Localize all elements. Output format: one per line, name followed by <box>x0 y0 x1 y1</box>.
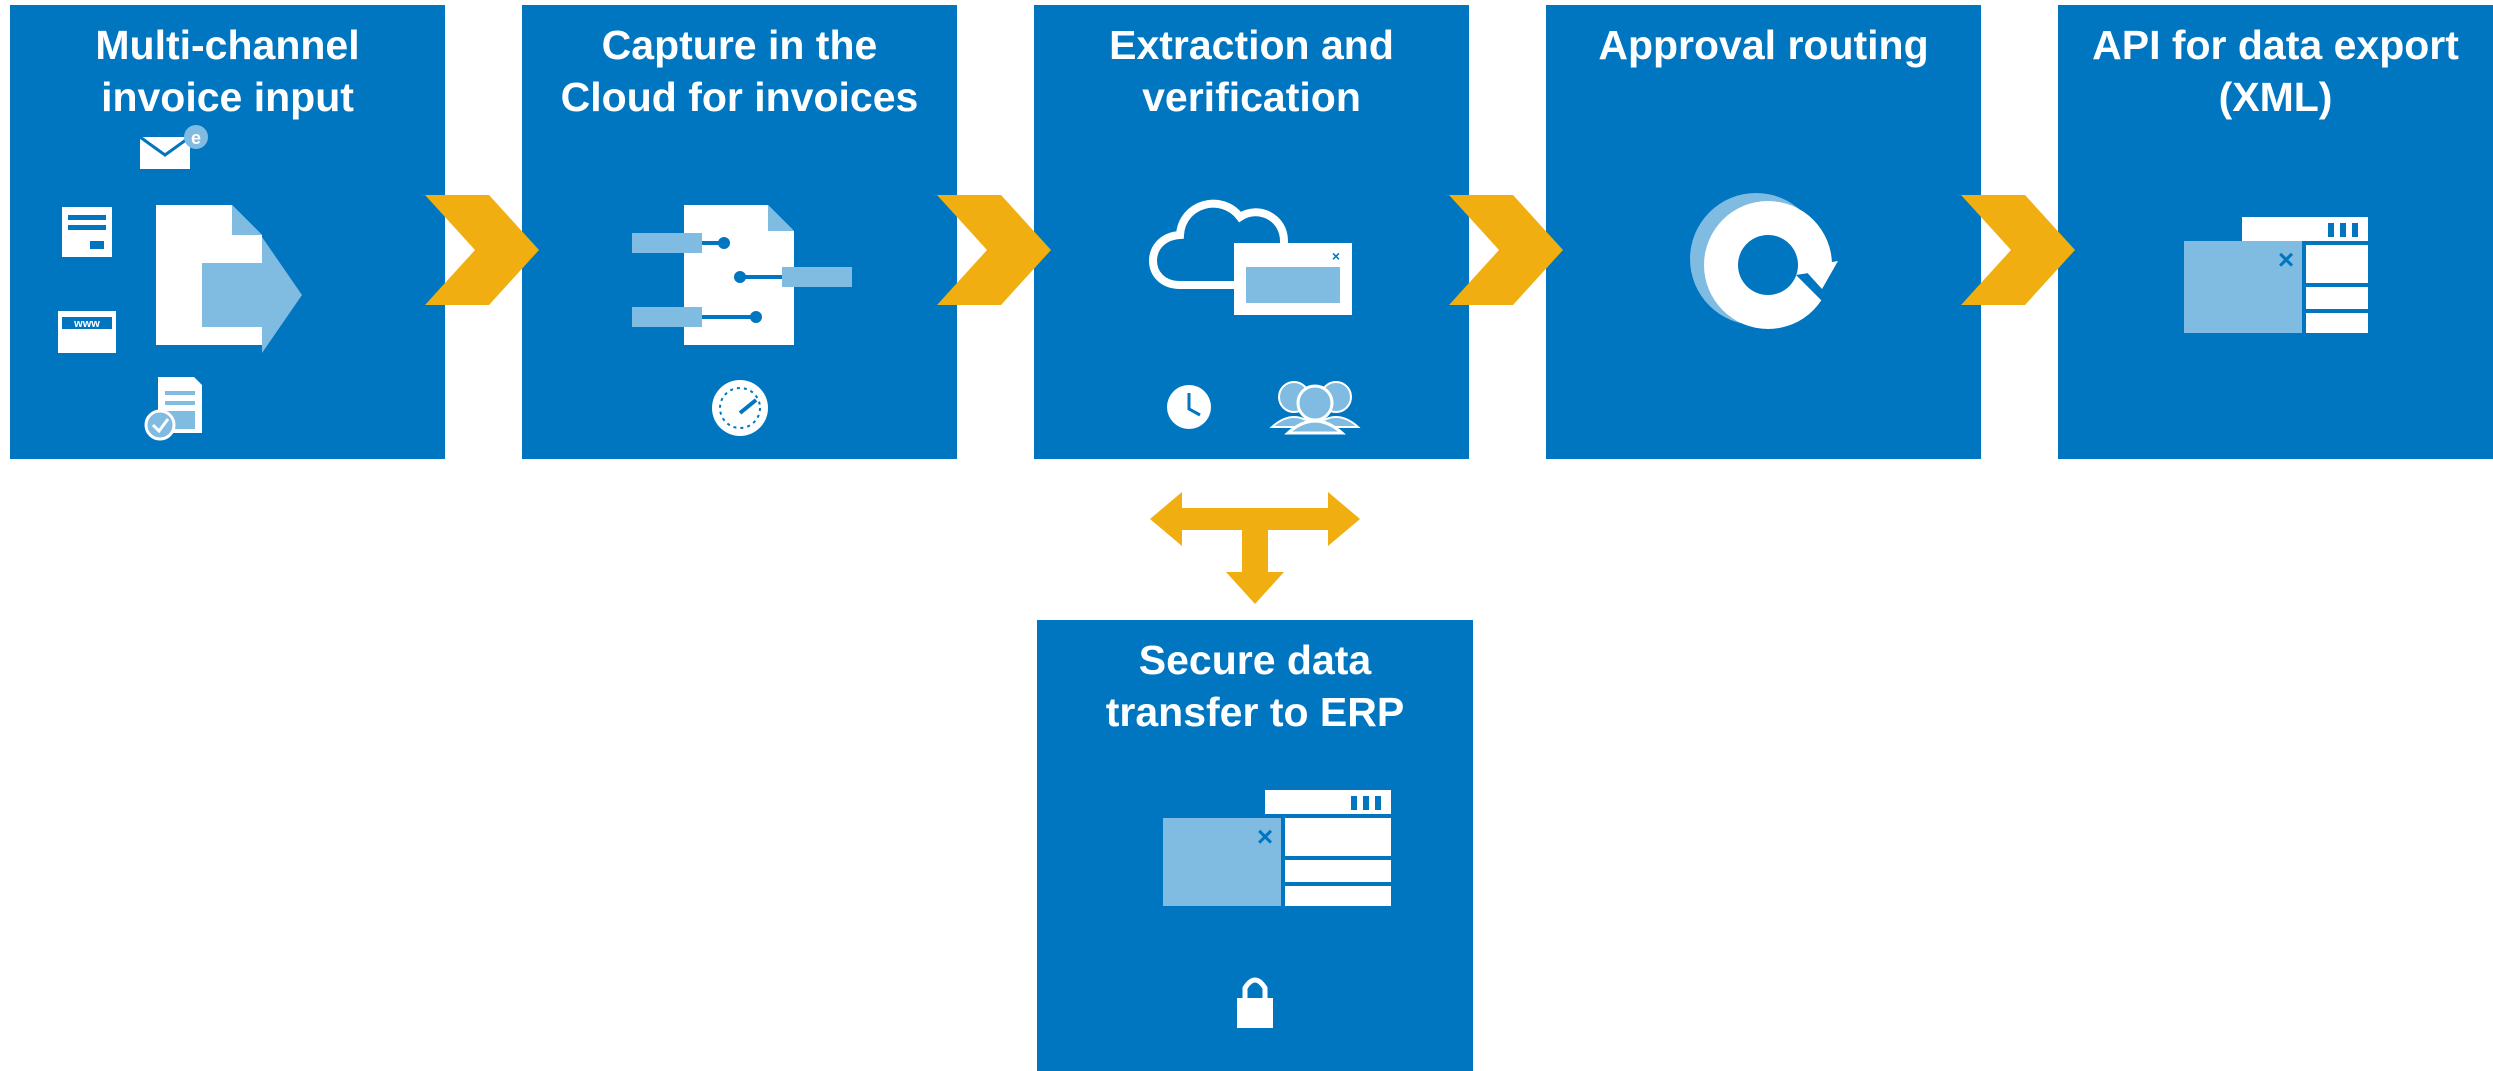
step-multichannel-input: Multi-channel invoice input e www <box>10 5 445 459</box>
email-icon: e <box>139 125 208 169</box>
svg-text:e: e <box>191 128 201 148</box>
step-title: Extraction and verification <box>1109 22 1394 120</box>
capture-document-icon <box>632 205 852 345</box>
clock-icon <box>1167 385 1211 429</box>
svg-text:www: www <box>73 318 100 330</box>
svg-text:×: × <box>2278 244 2294 275</box>
step-title: Capture in the Cloud for invoices <box>560 22 919 120</box>
step-erp-transfer: Secure data transfer to ERP × <box>1037 620 1473 1071</box>
scanner-icon <box>62 207 112 257</box>
routing-cycle-icon <box>1690 193 1846 329</box>
step-extraction-verification: Extraction and verification × <box>1034 5 1469 459</box>
step-title: API for data export (XML) <box>2092 22 2459 120</box>
cloud-window-icon: × <box>1149 199 1352 315</box>
flow-arrow <box>425 195 539 305</box>
erp-connector-arrow <box>1150 492 1360 604</box>
data-window-icon: × <box>1163 790 1391 906</box>
svg-text:×: × <box>1332 248 1340 264</box>
verified-document-icon <box>144 377 202 441</box>
svg-text:×: × <box>1257 821 1273 852</box>
step-approval-routing: Approval routing <box>1546 5 1981 459</box>
flow-arrow <box>1449 195 1563 305</box>
flow-arrow <box>1961 195 2075 305</box>
data-window-icon: × <box>2184 217 2368 333</box>
document-input-icon <box>156 205 302 353</box>
lock-icon <box>1237 977 1273 1028</box>
step-title: Approval routing <box>1598 22 1929 68</box>
step-capture-cloud: Capture in the Cloud for invoices <box>522 5 957 459</box>
flow-arrow <box>937 195 1051 305</box>
speedometer-icon <box>712 380 768 436</box>
step-title: Secure data transfer to ERP <box>1105 637 1405 735</box>
step-title: Multi-channel invoice input <box>95 22 360 120</box>
step-api-export: API for data export (XML) × <box>2058 5 2493 459</box>
web-icon: www <box>58 311 116 353</box>
users-group-icon <box>1269 381 1361 435</box>
